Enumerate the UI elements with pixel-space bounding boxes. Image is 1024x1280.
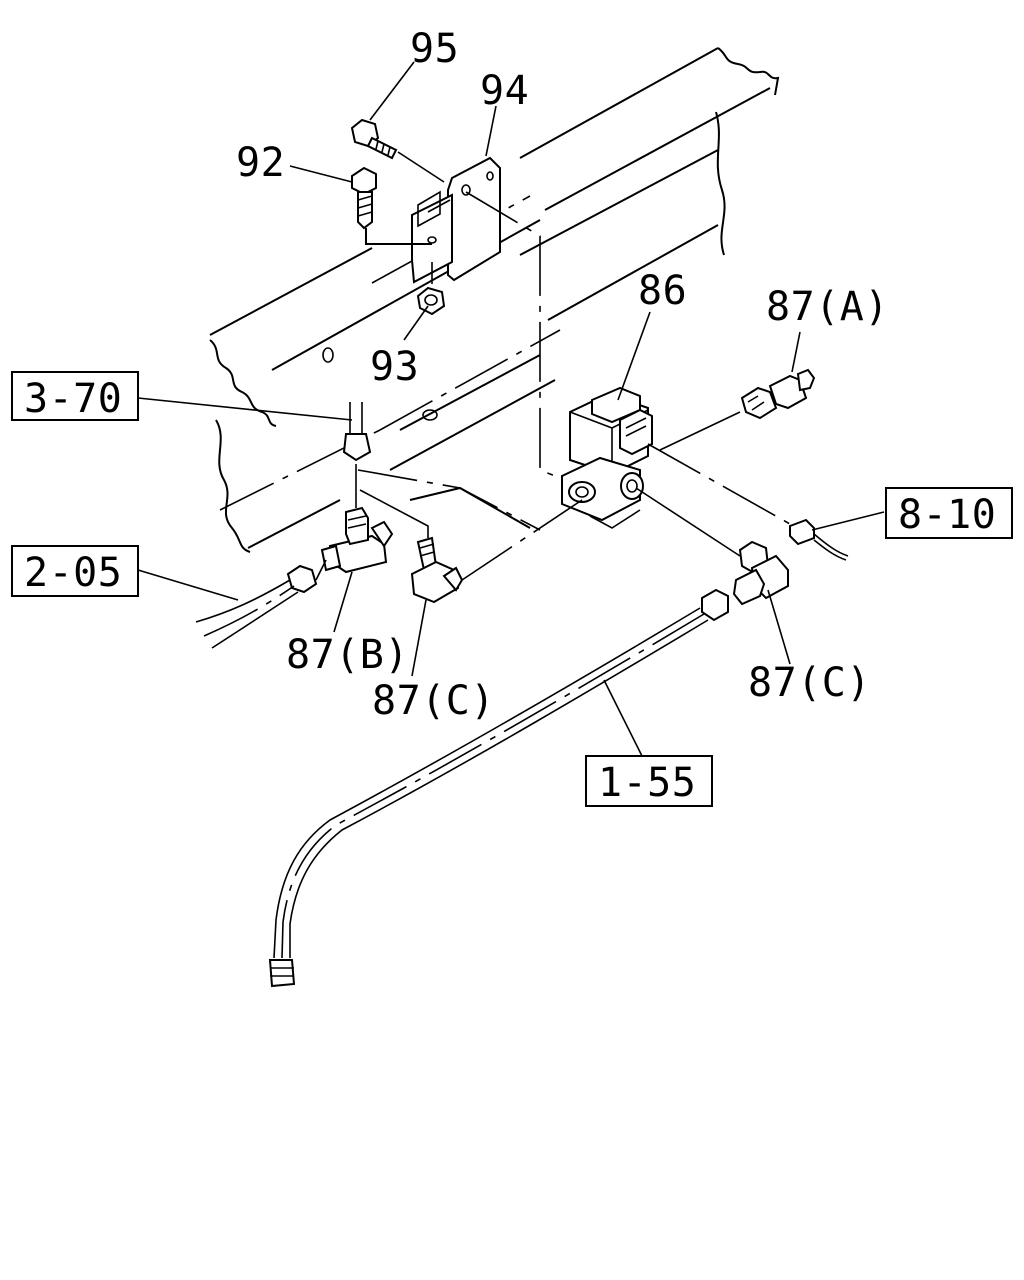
callout-95: 95 <box>410 26 459 72</box>
connector-8-10 <box>647 443 849 561</box>
callout-87c-left: 87(C) <box>372 678 495 724</box>
ref-box-2-05: 2-05 <box>11 545 139 597</box>
ref-2-05-label: 2-05 <box>24 550 122 596</box>
dash-link-bracket <box>465 191 561 479</box>
hose-1-55 <box>268 588 729 988</box>
callout-87a: 87(A) <box>766 284 889 330</box>
fitting-87b <box>320 464 394 574</box>
fitting-87c-right <box>635 487 789 606</box>
hose-2-05 <box>195 559 327 649</box>
fitting-87a <box>659 368 816 451</box>
callout-92: 92 <box>236 140 285 186</box>
callout-87b: 87(B) <box>286 632 409 678</box>
tube-3-70 <box>342 402 541 531</box>
leader-lines <box>137 61 885 757</box>
callout-87c-right: 87(C) <box>748 660 871 706</box>
ref-8-10-label: 8-10 <box>898 492 996 538</box>
frame-rail <box>209 47 780 553</box>
nut-93 <box>416 262 446 316</box>
bolt-95 <box>350 118 445 183</box>
ref-box-8-10: 8-10 <box>885 487 1013 539</box>
ref-1-55-label: 1-55 <box>598 760 696 806</box>
callout-93: 93 <box>370 344 419 390</box>
mounting-bracket <box>411 156 501 284</box>
ref-3-70-label: 3-70 <box>24 376 122 422</box>
solenoid-valve <box>561 386 653 529</box>
callout-86: 86 <box>638 268 687 314</box>
bolt-92 <box>351 166 432 245</box>
ref-box-3-70: 3-70 <box>11 371 139 422</box>
callout-94: 94 <box>480 68 529 114</box>
fitting-87c-left <box>359 489 583 604</box>
ref-box-1-55: 1-55 <box>585 755 713 807</box>
